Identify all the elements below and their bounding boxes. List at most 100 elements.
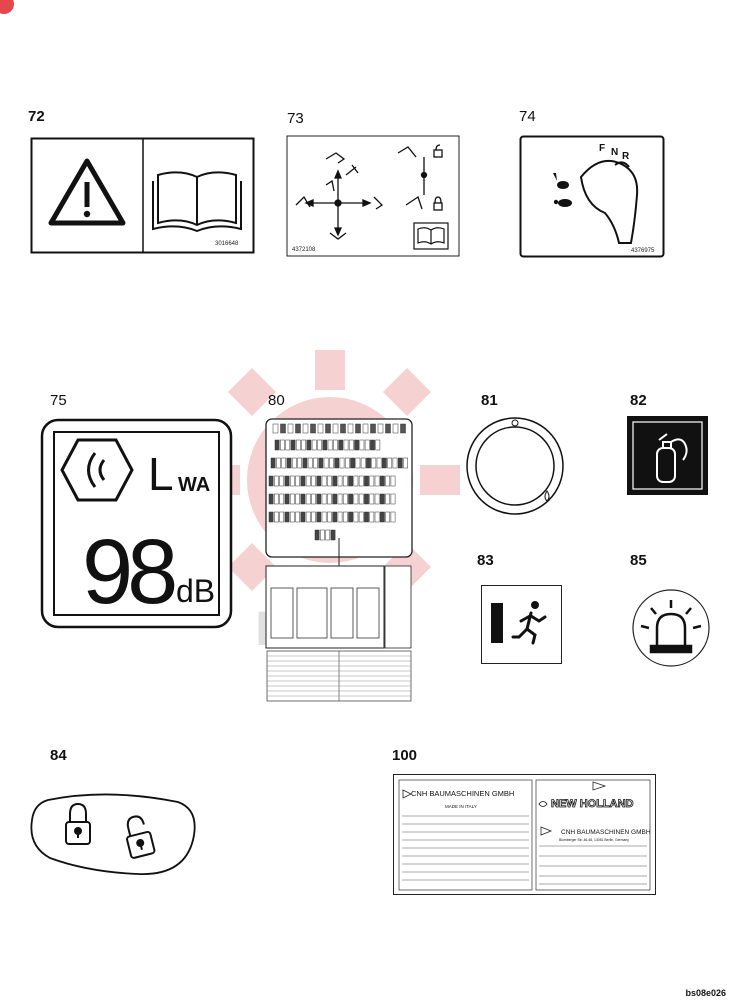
fuse-icon [369, 493, 375, 505]
plate-field-lines-left [402, 815, 529, 881]
decal-82-fire-extinguisher [627, 416, 708, 495]
fuse-icon [300, 511, 306, 523]
fuse-icon [377, 423, 384, 434]
plate-brand: NEW HOLLAND [551, 798, 634, 810]
locked-padlock-icon [65, 802, 91, 845]
item-number-83: 83 [477, 552, 494, 569]
fuse-icon [301, 439, 306, 451]
fuse-icon [344, 457, 350, 469]
fuse-icon [321, 475, 327, 487]
plate-left-company: CNH BAUMASCHINEN GMBH [411, 789, 514, 798]
fuse-icon [317, 439, 322, 451]
fuse-icon [327, 475, 332, 487]
fuse-icon [387, 457, 393, 469]
gear-letter-n: N [611, 147, 618, 158]
item-number-81: 81 [481, 392, 498, 409]
fuse-icon [343, 439, 349, 451]
decal-100-identification-plate: CNH BAUMASCHINEN GMBH MADE IN ITALY NEW … [393, 774, 656, 895]
fuse-icon [305, 475, 311, 487]
fuse-icon [300, 493, 306, 505]
fuse-icon [297, 457, 302, 469]
fuse-icon [274, 475, 279, 487]
rabbit-icon [553, 173, 569, 189]
fuse-icon [337, 493, 343, 505]
fuse-icon [311, 511, 316, 523]
fuse-icon [295, 475, 300, 487]
fuse-icon [284, 511, 290, 523]
running-person-icon [511, 601, 547, 645]
fuse-icon [286, 457, 292, 469]
fuse-icon [330, 529, 336, 541]
fuse-icon [380, 511, 385, 523]
fuse-icon [380, 493, 385, 505]
fuse-icon [311, 475, 316, 487]
fuse-icon [279, 493, 285, 505]
fuse-icon [285, 439, 291, 451]
fuse-icon [370, 439, 375, 451]
item-number-80: 80 [268, 392, 285, 409]
fuse-icon [289, 493, 295, 505]
plate-made-in: MADE IN ITALY [445, 804, 477, 809]
fuse-icon [322, 439, 328, 451]
fuse-icon [333, 439, 338, 451]
item-number-85: 85 [630, 552, 647, 569]
fuse-icon [353, 493, 359, 505]
fuse-icon [382, 457, 387, 469]
item-number-100: 100 [392, 747, 418, 764]
fuse-icon [316, 475, 322, 487]
fuse-icon [385, 423, 391, 434]
fuse-icon [295, 439, 301, 451]
fuse-icon [280, 439, 285, 451]
fuse-icon [327, 493, 332, 505]
fuse-icon [311, 493, 316, 505]
fuse-icon [307, 457, 313, 469]
fuse-icon [300, 475, 306, 487]
fuse-icon [358, 511, 364, 523]
fuse-icon [338, 439, 344, 451]
fuse-icon [390, 493, 396, 505]
fuse-icon [342, 493, 348, 505]
sound-source-icon [60, 438, 134, 502]
ce-arrow-icon [402, 789, 412, 799]
fuse-icon [268, 511, 274, 523]
fuse-legend-table [266, 650, 412, 702]
fuse-icon [342, 511, 348, 523]
fuse-icon [305, 511, 311, 523]
fuse-icon [289, 475, 295, 487]
decal-74-code: 4376975 [631, 248, 655, 254]
fuse-icon [279, 511, 285, 523]
plate-address: Blumberger Str. 46-48, 13051 Berlin, Ger… [559, 838, 629, 842]
item-number-72: 72 [28, 108, 45, 125]
decal-84-lock-unlock [30, 793, 196, 875]
fuse-icon [385, 511, 391, 523]
fuse-icon [340, 423, 346, 434]
fuse-icon [316, 493, 322, 505]
fuse-icon [318, 457, 324, 469]
fuse-icon [327, 511, 332, 523]
decal-74-gear-selector: F N R 4376975 [519, 135, 665, 258]
fuse-icon [323, 457, 329, 469]
fuse-icon [342, 475, 348, 487]
fuse-icon [390, 511, 396, 523]
fuse-icon [353, 511, 359, 523]
fuse-icon [385, 475, 391, 487]
shift-lever-icon [579, 159, 639, 244]
fuse-icon [332, 423, 339, 434]
fuse-icon [284, 475, 290, 487]
lwa-subscript: WA [178, 474, 210, 496]
item-number-73: 73 [287, 110, 304, 127]
fuse-icon [274, 439, 280, 451]
fuse-icon [302, 423, 309, 434]
fuse-icon [400, 423, 406, 434]
plate-field-lines-right [539, 845, 647, 885]
fuse-icon [358, 475, 364, 487]
decal-83-emergency-exit [481, 585, 562, 664]
exit-door-icon [491, 603, 503, 643]
warning-triangle-icon [48, 158, 126, 226]
fuse-icon [274, 511, 279, 523]
new-holland-logo-icon [538, 801, 548, 807]
fuse-icon [332, 475, 338, 487]
fuse-icon [334, 457, 340, 469]
fuse-icon [332, 511, 338, 523]
fuse-icon [374, 511, 380, 523]
